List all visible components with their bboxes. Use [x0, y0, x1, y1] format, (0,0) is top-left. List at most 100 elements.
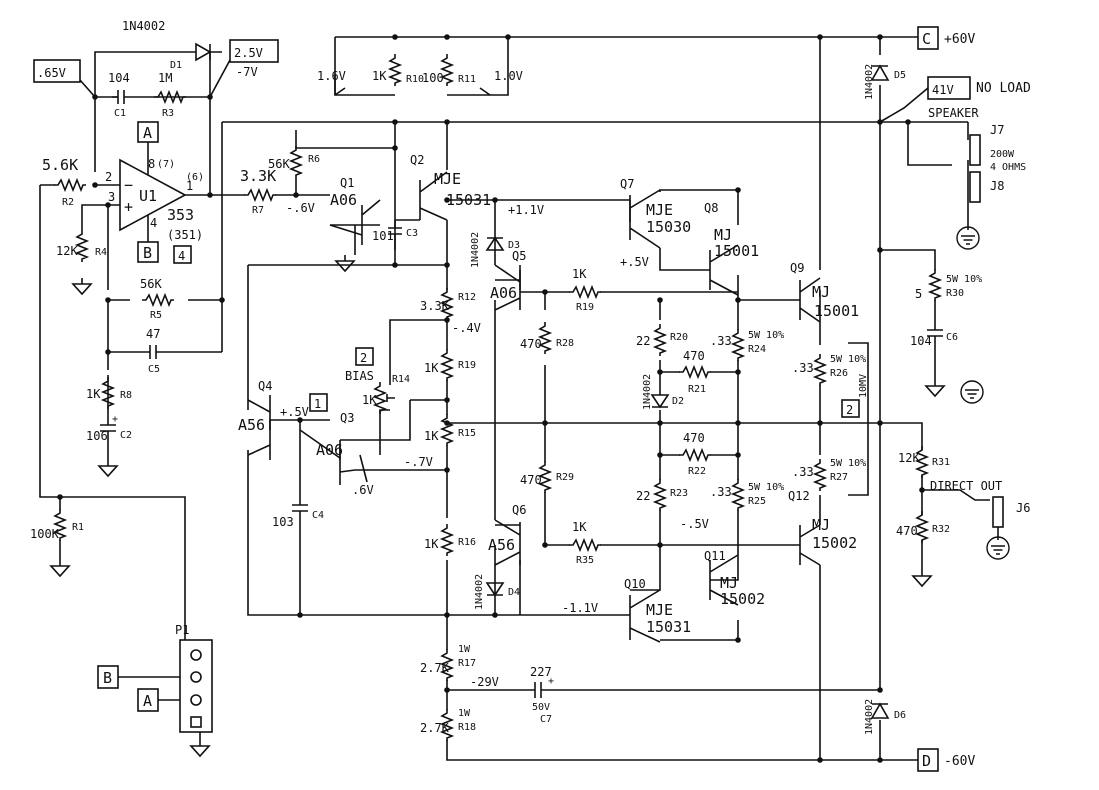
r25-ref: R25	[748, 496, 766, 507]
r18-value: 2.7K	[420, 721, 450, 735]
c7-note: 50V	[532, 702, 550, 713]
transistors: Q1 A06 Q2 MJE 15031 Q3 A06 Q4 A56 Q5 A06…	[238, 153, 859, 643]
q2-ref: Q2	[410, 153, 424, 167]
opamp-alt: (351)	[167, 228, 203, 242]
q4-ref: Q4	[258, 379, 272, 393]
q8-num: 15001	[714, 242, 759, 260]
v-1-0: 1.0V	[494, 69, 523, 83]
rail-neg-id: D	[922, 752, 931, 770]
r30-ref: R30	[946, 288, 964, 299]
q8-part: MJ	[714, 226, 732, 244]
r2-ref: R2	[62, 197, 74, 208]
opamp-ref: U1	[139, 187, 157, 205]
resistors: 5.6K R2 1M R3 12K R4 56K R5 56K R6 3.3K …	[30, 53, 982, 742]
d3-ref: D3	[508, 240, 520, 251]
r21-symbol	[678, 366, 712, 378]
r17-ref: R17	[458, 658, 476, 669]
c7-symbol	[534, 682, 550, 698]
q3-part: A06	[316, 441, 343, 459]
r32-symbol	[916, 510, 928, 544]
d1-part: 1N4002	[122, 19, 165, 33]
d4-ref: D4	[508, 587, 520, 598]
rail-pos-label: +60V	[944, 32, 975, 47]
r30-note: 5W 10%	[946, 274, 982, 285]
r26-ref: R26	[830, 368, 848, 379]
r19b-symbol	[568, 286, 602, 298]
c2-plus: +	[112, 414, 118, 425]
j6-label: J6	[1016, 501, 1030, 515]
d1-ref: D1	[170, 60, 182, 71]
r23-value: 22	[636, 489, 650, 503]
r11-ref: R11	[458, 74, 476, 85]
r23-ref: R23	[670, 488, 688, 499]
rail-pos-id: C	[922, 30, 931, 48]
in-dc-voltage: .65V	[37, 66, 66, 80]
q9-symbol	[799, 277, 821, 323]
d6-part: 1N4002	[864, 699, 875, 735]
r35-ref: R35	[576, 555, 594, 566]
note-4: 4	[178, 249, 185, 263]
r20-value: 22	[636, 334, 650, 348]
r15-symbol	[441, 413, 453, 447]
gnd-q1	[335, 254, 355, 272]
q4-part: A56	[238, 416, 265, 434]
q8-ref: Q8	[704, 201, 718, 215]
r12-value: 3.3K	[420, 299, 450, 313]
rail-pos-tag: C +60V	[917, 26, 975, 50]
c3-symbol	[388, 220, 402, 250]
r3-ref: R3	[162, 108, 174, 119]
c3-value: 101	[372, 229, 394, 243]
q12-symbol	[799, 524, 821, 566]
q5-part: A06	[490, 284, 517, 302]
c2-value: 106	[86, 429, 108, 443]
pin6-alt: (6)	[186, 172, 204, 183]
v-0-7: -.7V	[404, 455, 433, 469]
c6-value: 104	[910, 334, 932, 348]
r3-value: 1M	[158, 71, 172, 85]
c5-symbol	[149, 345, 170, 359]
q10-num: 15031	[646, 618, 691, 636]
q7-symbol	[629, 189, 661, 249]
r35-symbol	[568, 539, 602, 551]
v-m1-1: -1.1V	[562, 601, 598, 615]
c4-symbol	[292, 504, 308, 520]
port-b-top-label: B	[143, 244, 152, 262]
port-b-bottom	[97, 665, 119, 689]
r24-value: .33	[710, 334, 732, 348]
v-m0-5: -.5V	[680, 517, 709, 531]
voltage-notes: 1.6V 1.0V -.6V +1.1V +.5V -.4V +.5V -.7V…	[280, 69, 869, 689]
r19-symbol	[441, 348, 453, 382]
gnd-r32	[912, 569, 932, 587]
egnd-zobel	[960, 380, 984, 404]
q12-part: MJ	[812, 516, 830, 534]
rail-neg-label: -60V	[944, 754, 975, 769]
note-1: 1	[314, 397, 321, 411]
c1-symbol	[112, 90, 142, 104]
q1-part: A06	[330, 191, 357, 209]
q11-ref: Q11	[704, 549, 726, 563]
port-b-bottom-label: B	[103, 669, 112, 687]
note-2: 2	[360, 351, 367, 365]
r7-symbol	[243, 189, 277, 201]
pin1: 1	[186, 179, 193, 193]
r32-value: 470	[896, 524, 918, 538]
r12-ref: R12	[458, 292, 476, 303]
c5-ref: C5	[148, 364, 160, 375]
r10-value: 1K	[372, 69, 387, 83]
v-m29: -29V	[470, 675, 499, 689]
port-a-top-label: A	[143, 124, 152, 142]
d5-symbol	[870, 64, 890, 81]
q6-symbol	[494, 519, 521, 566]
q11-symbol	[709, 554, 739, 606]
v-1-1: +1.1V	[508, 203, 544, 217]
note-2-box	[355, 347, 374, 366]
port-a-bottom-label: A	[143, 692, 152, 710]
q9-ref: Q9	[790, 261, 804, 275]
r20-symbol	[654, 323, 666, 357]
r27-note: 5W 10%	[830, 458, 866, 469]
q7-part: MJE	[646, 201, 673, 219]
d6-ref: D6	[894, 710, 906, 721]
c5-value: 47	[146, 327, 160, 341]
v-q8b: +.5V	[620, 255, 649, 269]
r22-ref: R22	[688, 466, 706, 477]
